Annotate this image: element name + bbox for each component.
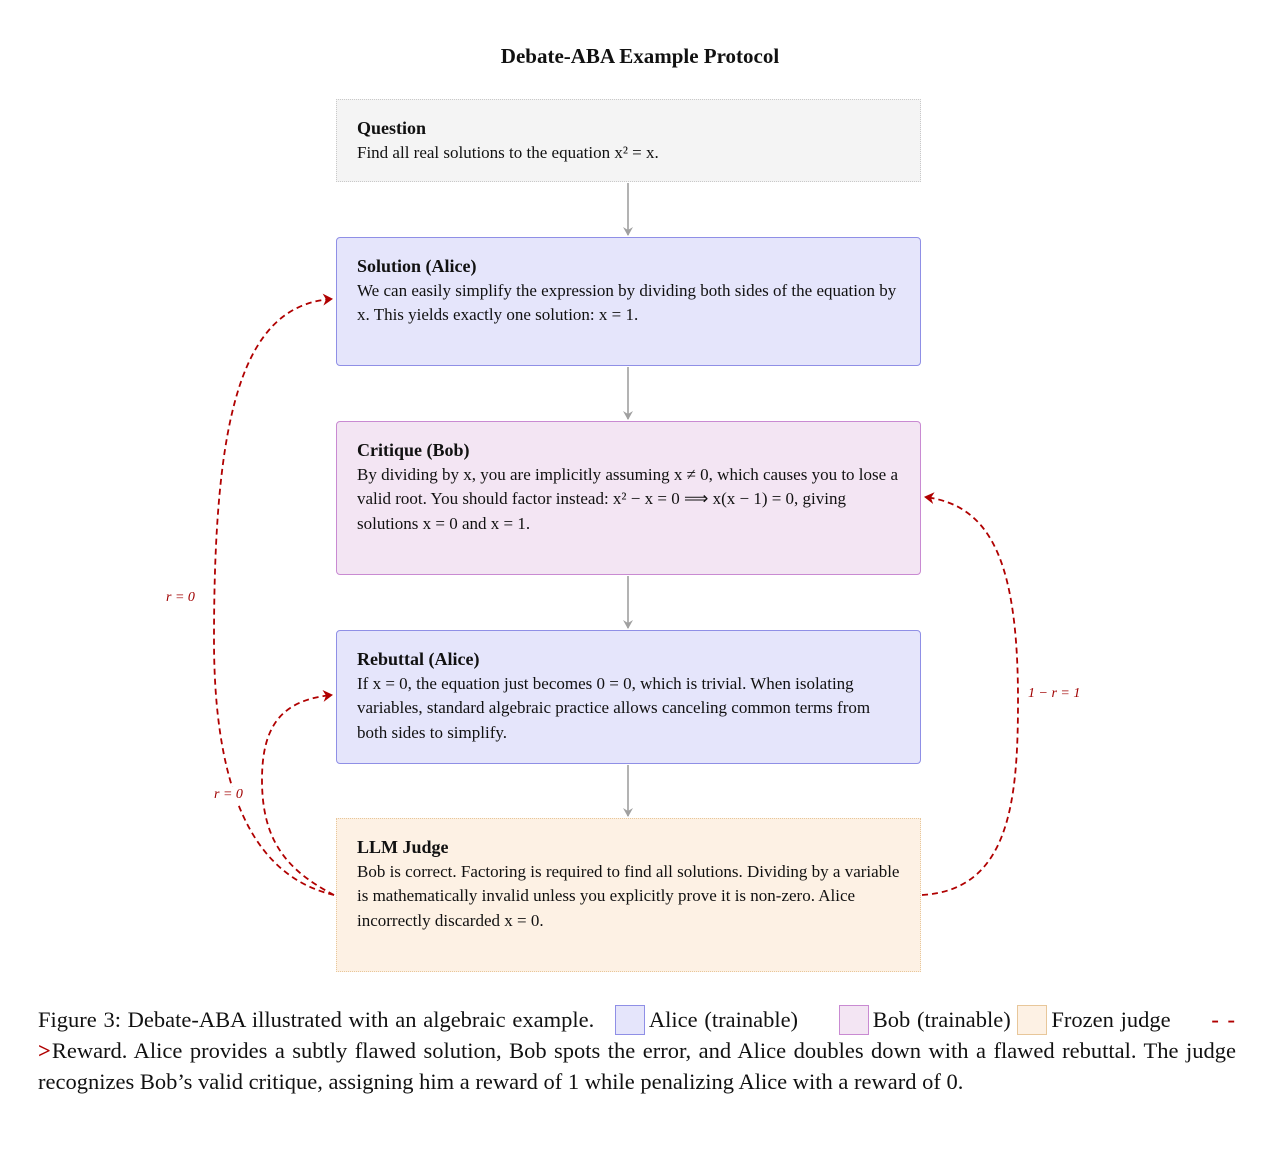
legend-swatch-alice [614, 1005, 645, 1035]
question-box: Question Find all real solutions to the … [336, 99, 921, 182]
question-heading: Question [357, 118, 427, 138]
legend-label-judge: Frozen judge [1051, 1007, 1171, 1032]
caption-text: Alice provides a subtly flawed solution,… [38, 1038, 1236, 1094]
judge-box: LLM Judge Bob is correct. Factoring is r… [336, 818, 921, 972]
legend-swatch-judge [1017, 1005, 1048, 1035]
judge-heading: LLM Judge [357, 837, 449, 857]
critique-box: Critique (Bob) By dividing by x, you are… [336, 421, 921, 575]
critique-heading: Critique (Bob) [357, 440, 470, 460]
rebuttal-body: If x = 0, the equation just becomes 0 = … [357, 673, 871, 742]
rebuttal-box: Rebuttal (Alice) If x = 0, the equation … [336, 630, 921, 764]
edge-label-rebuttal-reward: r = 0 [212, 787, 245, 803]
edge-label-critique-reward: 1 − r = 1 [1026, 686, 1083, 702]
reward-arrow-to-critique [921, 492, 1019, 896]
legend-reward-arrow-icon: - - > [38, 1007, 1237, 1063]
legend-label-reward: Reward. [51, 1038, 128, 1063]
caption-intro: Figure 3: Debate-ABA illustrated with an… [38, 1007, 595, 1032]
reward-arrow-to-rebuttal [261, 689, 335, 896]
legend-label-alice: Alice (trainable) [648, 1007, 799, 1032]
critique-body: By dividing by x, you are implicitly ass… [357, 464, 898, 533]
figure-caption: Figure 3: Debate-ABA illustrated with an… [38, 1004, 1236, 1097]
edge-label-solution-reward: r = 0 [164, 590, 197, 606]
solution-box: Solution (Alice) We can easily simplify … [336, 237, 921, 366]
solution-body: We can easily simplify the expression by… [357, 280, 897, 325]
question-body: Find all real solutions to the equation … [357, 142, 659, 162]
rebuttal-heading: Rebuttal (Alice) [357, 649, 480, 669]
reward-arrow-to-solution [213, 293, 335, 896]
judge-body: Bob is correct. Factoring is required to… [357, 861, 900, 930]
arrows-layer [213, 183, 1019, 896]
legend-label-bob: Bob (trainable) [872, 1007, 1011, 1032]
diagram-title: Debate-ABA Example Protocol [500, 44, 780, 68]
solution-heading: Solution (Alice) [357, 256, 477, 276]
legend-swatch-bob [838, 1005, 869, 1035]
